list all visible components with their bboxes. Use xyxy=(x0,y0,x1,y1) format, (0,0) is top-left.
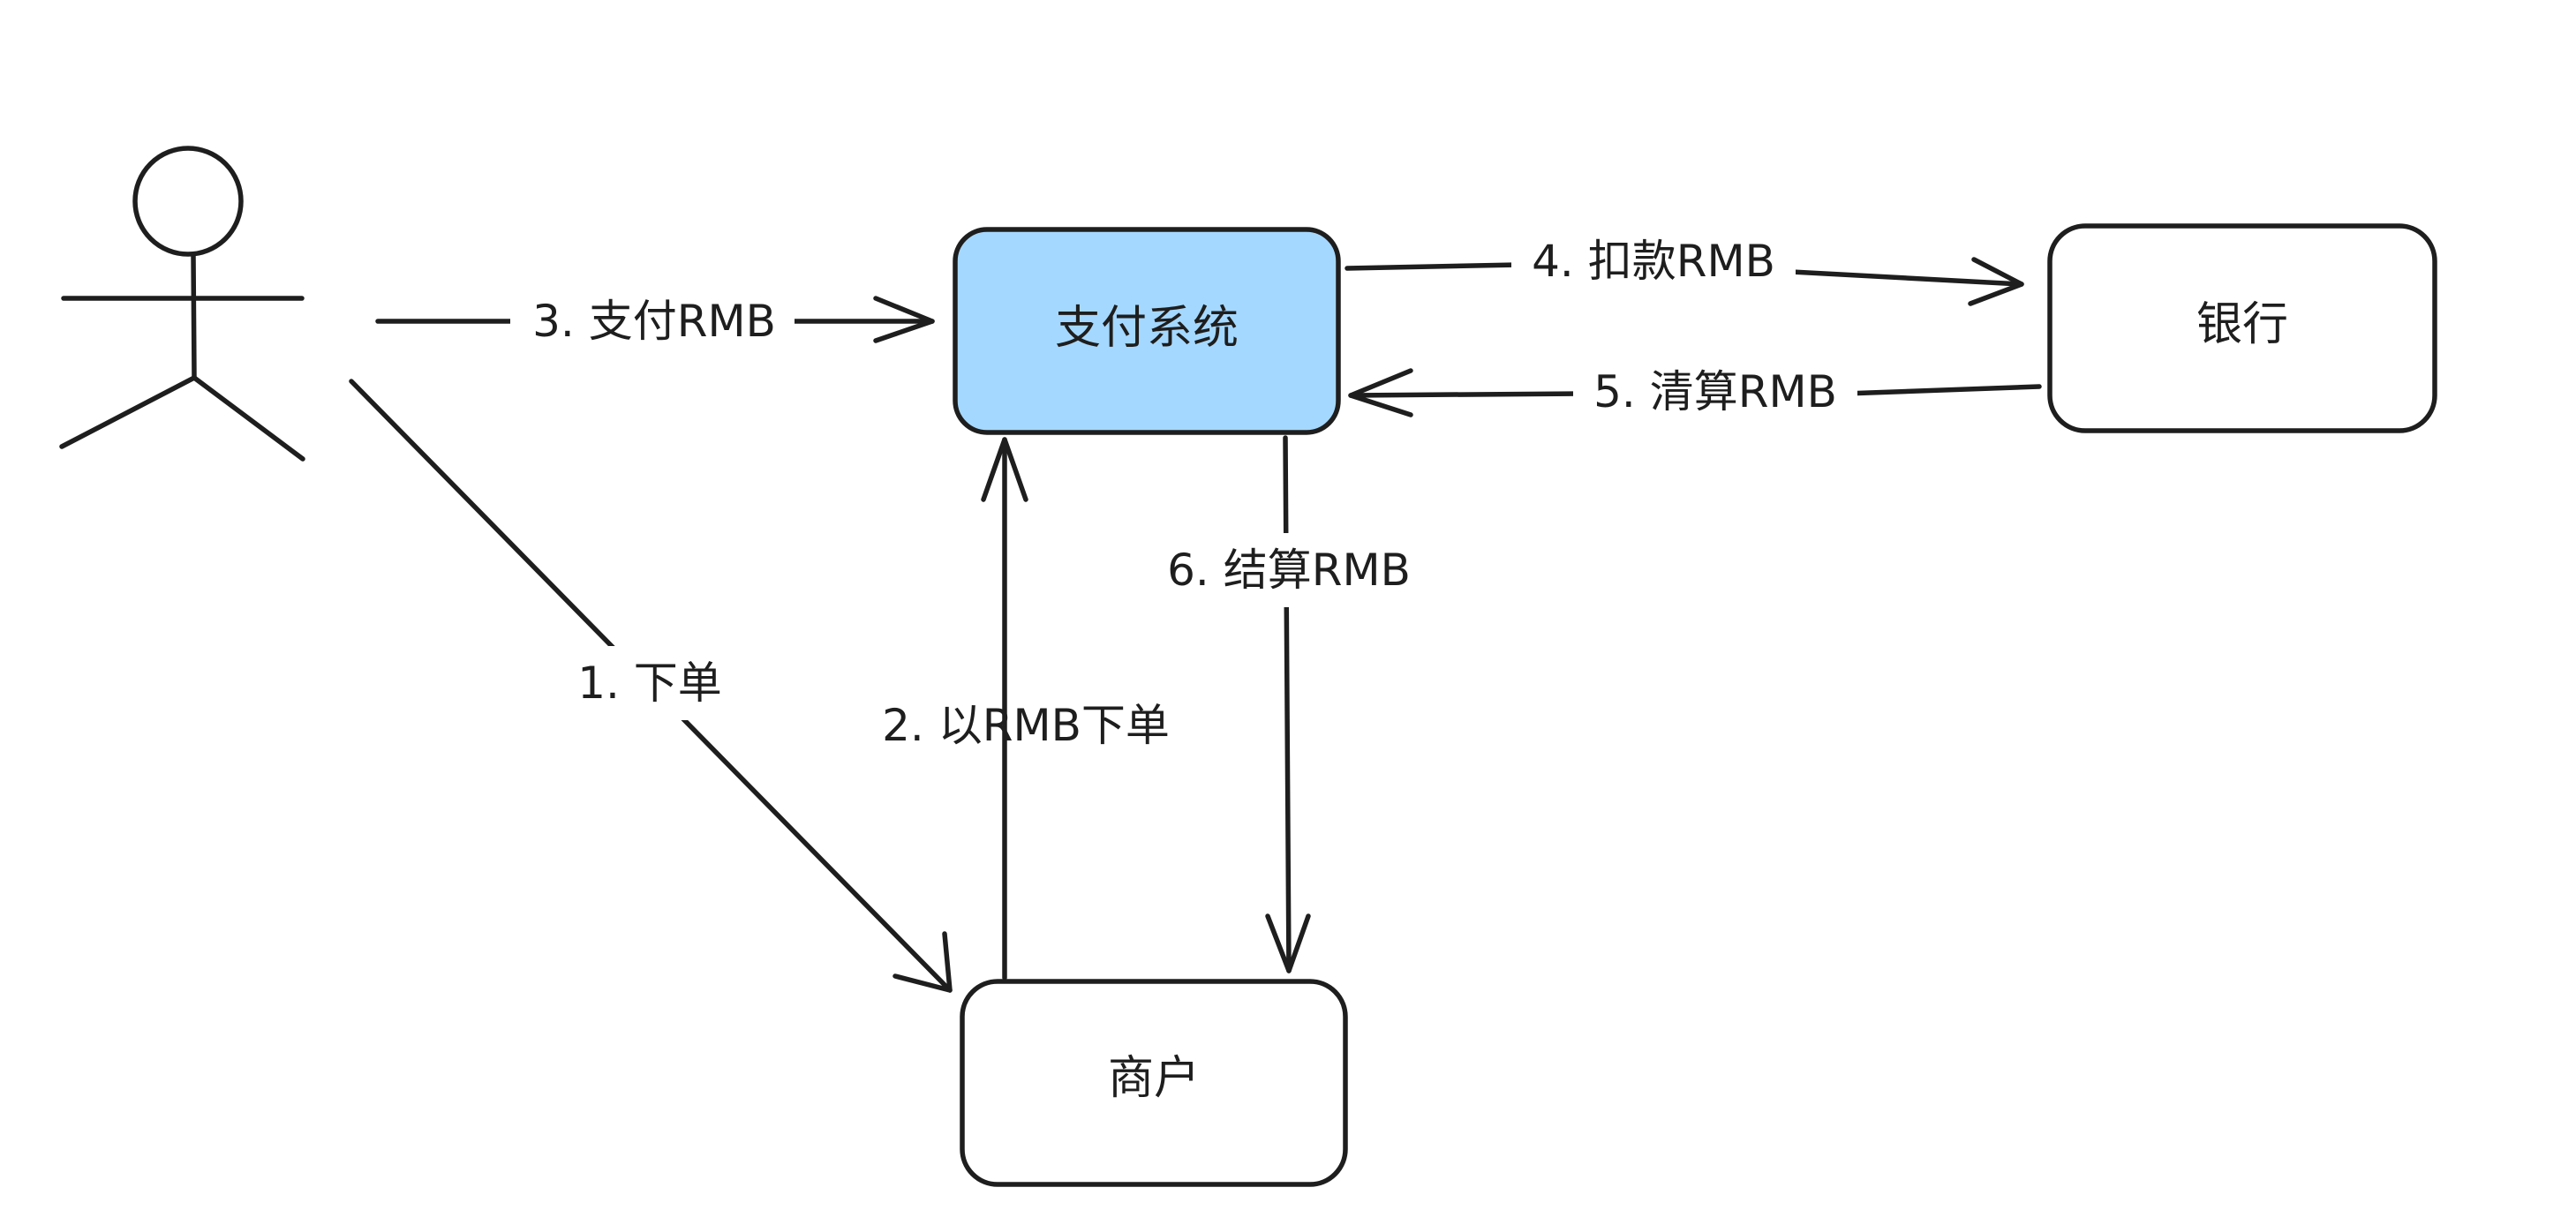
node-merchant-box xyxy=(960,979,1348,1187)
node-merchant-label: 商户 xyxy=(1108,1052,1200,1105)
node-payment-system-box xyxy=(953,227,1341,435)
edge-5-label: 5. 清算RMB xyxy=(1593,366,1837,417)
edge-3-label: 3. 支付RMB xyxy=(532,296,776,347)
node-bank: 银行 xyxy=(2047,223,2437,433)
user-actor-stick-figure-icon xyxy=(59,146,305,462)
edge-2-order-in-rmb: 2. 以RMB下单 xyxy=(882,437,1170,981)
node-bank-box xyxy=(2047,223,2437,433)
node-payment-system-label: 支付系统 xyxy=(1055,302,1239,355)
edge-1-place-order: 1. 下单 xyxy=(349,379,953,993)
edge-6-settle-rmb: 6. 结算RMB xyxy=(1144,435,1434,973)
node-merchant: 商户 xyxy=(960,979,1348,1187)
edge-4-debit-rmb: 4. 扣款RMB xyxy=(1344,224,2024,306)
edge-5-clear-rmb: 5. 清算RMB xyxy=(1348,355,2042,429)
edge-2-label: 2. 以RMB下单 xyxy=(882,700,1170,751)
node-payment-system: 支付系统 xyxy=(953,227,1341,435)
edge-1-label: 1. 下单 xyxy=(577,658,722,709)
edge-4-label: 4. 扣款RMB xyxy=(1532,236,1775,287)
edge-6-label: 6. 结算RMB xyxy=(1167,545,1411,596)
node-bank-label: 银行 xyxy=(2196,298,2288,351)
edge-3-pay-rmb: 3. 支付RMB xyxy=(375,284,935,358)
